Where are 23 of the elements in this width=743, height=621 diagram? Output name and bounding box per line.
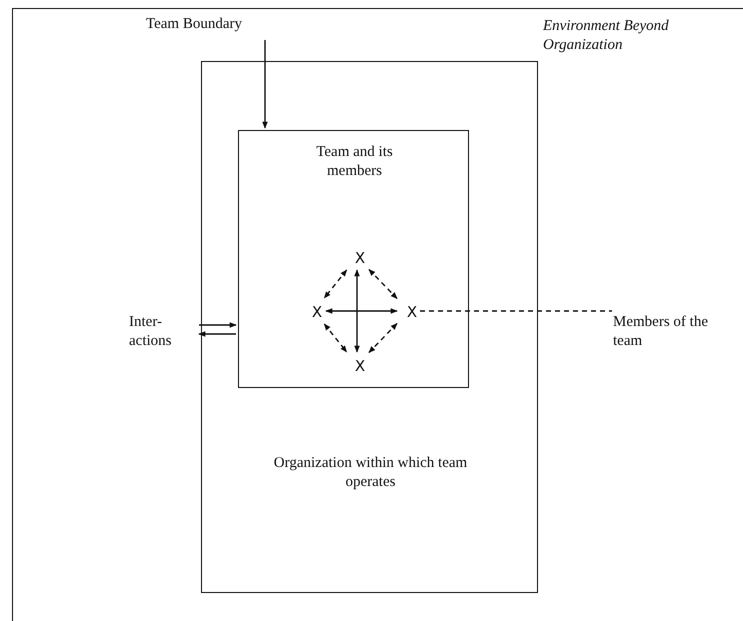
member-mark: X bbox=[350, 249, 370, 271]
member-mark: X bbox=[307, 303, 327, 325]
member-mark: X bbox=[402, 303, 422, 325]
arrow bbox=[324, 269, 348, 299]
arrow bbox=[324, 323, 348, 353]
environment-area bbox=[12, 8, 743, 621]
arrow bbox=[354, 269, 360, 353]
arrow bbox=[368, 322, 398, 354]
arrow bbox=[262, 40, 268, 129]
member-mark: X bbox=[350, 357, 370, 379]
organization-box bbox=[201, 61, 538, 593]
members-label: Members of the team bbox=[613, 313, 723, 355]
leader-line bbox=[420, 310, 612, 312]
box-label: Team and its members bbox=[315, 143, 394, 180]
arrow bbox=[368, 268, 398, 300]
arrow bbox=[199, 322, 237, 328]
arrow bbox=[198, 331, 236, 337]
area-label: Environment Beyond Organization bbox=[543, 17, 670, 54]
team-box bbox=[238, 130, 469, 388]
boundary-label: Team Boundary bbox=[146, 15, 281, 39]
arrow bbox=[325, 308, 398, 314]
interactions-label: Inter- actions bbox=[129, 313, 199, 355]
box-label: Organization within which team operates bbox=[272, 454, 468, 492]
